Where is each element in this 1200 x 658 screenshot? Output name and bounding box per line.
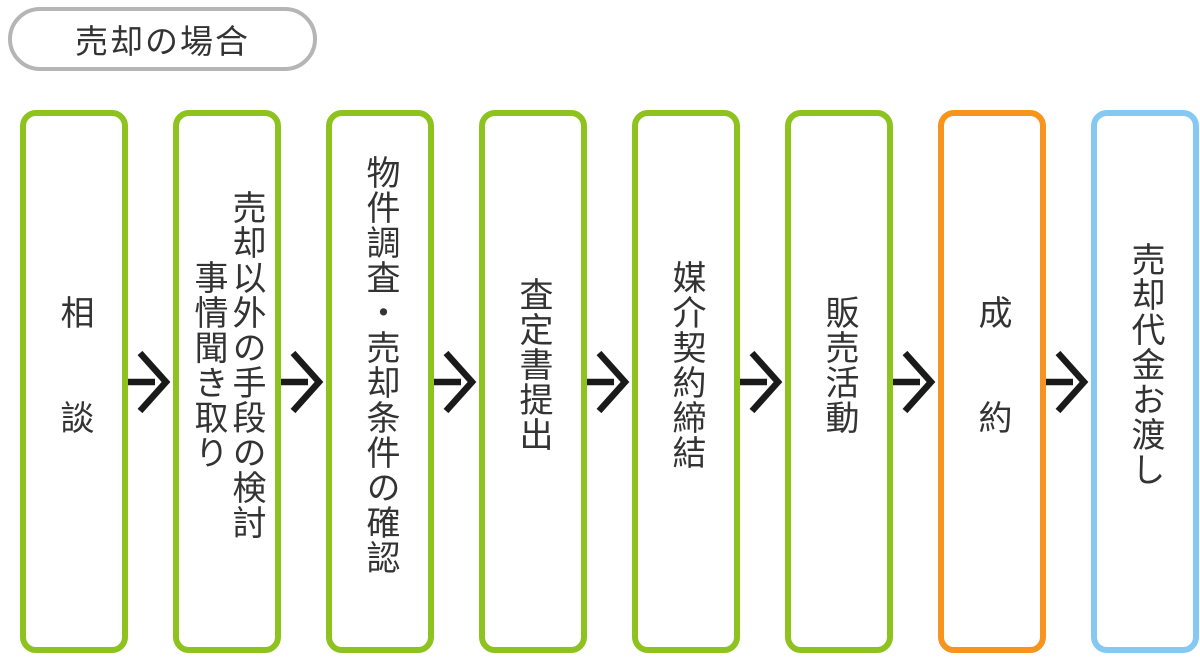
flow-arrow-icon (740, 344, 785, 420)
flow-step-label: 販売活動 (820, 294, 858, 435)
flow-step-appraisal-report: 査定書提出 (479, 110, 587, 653)
flow-step-hearing: 売却以外の手段の検討 事情聞き取り (173, 110, 281, 653)
flow-step-consultation: 相 談 (20, 110, 128, 653)
flow-arrow-icon (1046, 344, 1091, 420)
flow-step-label: 相 談 (55, 294, 93, 435)
sale-process-flow: 相 談 売却以外の手段の検討 事情聞き取り 物件調査・売却条件の確認 査定書提出 (20, 110, 1199, 653)
flow-step-brokerage-contract: 媒介契約締結 (632, 110, 740, 653)
flow-step-label: 成 約 (973, 294, 1011, 435)
flow-step-label: 物件調査・売却条件の確認 (361, 154, 399, 575)
flow-step-label: 査定書提出 (514, 277, 552, 452)
flow-arrow-icon (281, 344, 326, 420)
flow-arrow-icon (893, 344, 938, 420)
title-badge: 売却の場合 (8, 7, 317, 71)
flow-step-closing: 成 約 (938, 110, 1046, 653)
flow-step-label: 売却以外の手段の検討 事情聞き取り (189, 189, 265, 540)
page-title: 売却の場合 (75, 23, 250, 60)
flow-arrow-icon (434, 344, 479, 420)
flow-step-label: 媒介契約締結 (667, 259, 705, 470)
flow-step-payment-handover: 売却代金お渡し (1091, 110, 1199, 653)
flow-step-sales-activity: 販売活動 (785, 110, 893, 653)
flow-arrow-icon (587, 344, 632, 420)
flow-step-label: 売却代金お渡し (1126, 242, 1164, 487)
flow-step-property-check: 物件調査・売却条件の確認 (326, 110, 434, 653)
flow-arrow-icon (128, 344, 173, 420)
